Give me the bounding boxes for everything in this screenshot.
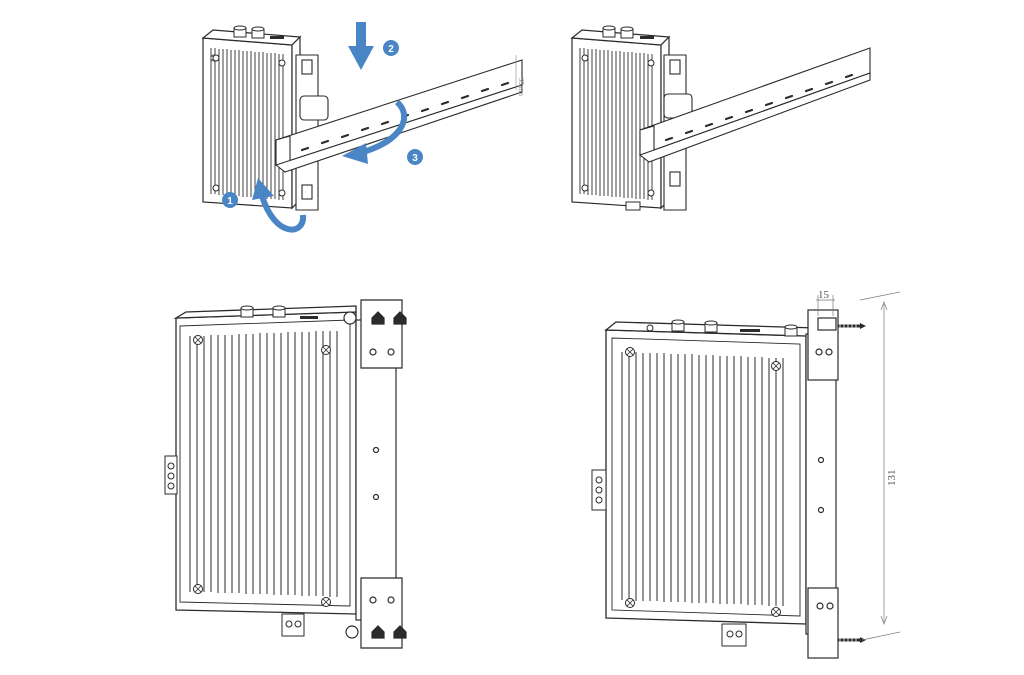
arrow-step-2-down — [348, 22, 374, 70]
mounting-side-plate — [355, 319, 397, 621]
din-rail-install-step-view: 35mm 1 2 3 — [201, 22, 525, 233]
step-badge-1: 1 — [222, 192, 238, 208]
arrow-step-1-hook — [252, 178, 307, 233]
step-badge-3: 3 — [407, 149, 423, 165]
din-rail-installed-view — [570, 25, 871, 211]
bracket-offset-dimension: 15 — [818, 289, 830, 301]
svg-text:1: 1 — [227, 196, 233, 207]
side-terminal-block — [591, 469, 607, 511]
wall-bracket-top — [807, 309, 839, 381]
step-badge-2: 2 — [383, 40, 399, 56]
router-device-front-view — [173, 305, 357, 615]
din-rail-slots — [664, 73, 854, 142]
wall-bracket-bottom — [345, 577, 407, 649]
side-terminal-block — [164, 455, 178, 495]
wall-mount-dimension-view: 15 131 — [591, 289, 901, 659]
din-rail-35mm — [638, 47, 871, 163]
dimension-lines — [816, 291, 901, 641]
wall-mount-bracket-view — [164, 299, 407, 649]
arrow-step-3-rotate — [342, 99, 408, 164]
svg-text:2: 2 — [388, 44, 394, 55]
bottom-terminal-block — [281, 613, 305, 637]
rail-dimension-label: 35mm — [517, 78, 525, 96]
heatsink-fins — [189, 331, 338, 597]
wall-bracket-bottom — [807, 587, 839, 659]
wall-anchor-screw-top — [836, 321, 868, 331]
heatsink-fins — [621, 352, 784, 606]
svg-text:3: 3 — [412, 153, 418, 164]
router-device-front-view — [604, 321, 818, 625]
wall-bracket-top — [343, 299, 407, 369]
hole-spacing-dimension: 131 — [886, 470, 898, 487]
bottom-terminal-block — [721, 623, 747, 647]
heatsink-fins — [210, 48, 284, 200]
wall-anchor-screw-bottom — [836, 635, 868, 645]
